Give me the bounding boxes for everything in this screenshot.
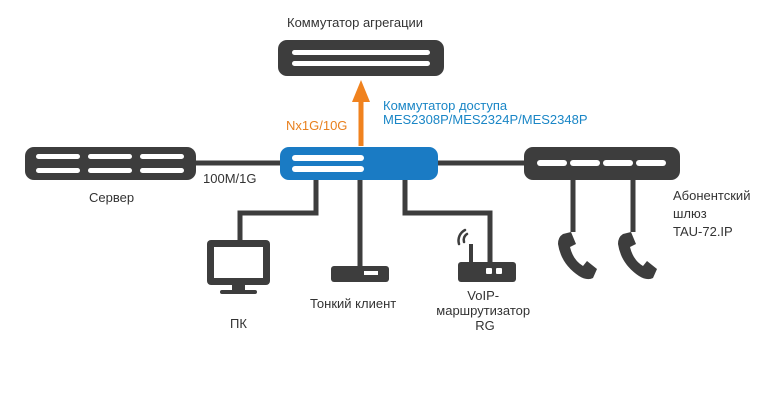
- wifi-icon: [457, 228, 469, 246]
- router-icon: [458, 244, 516, 282]
- thin-client-icon: [331, 266, 389, 282]
- phone-icon: [558, 232, 597, 280]
- server-link-label: 100M/1G: [203, 171, 256, 186]
- voip-router-label: VoIP- маршрутизатор RG: [436, 288, 533, 333]
- subscriber-gateway: [524, 147, 680, 180]
- uplink-label: Nx1G/10G: [286, 118, 347, 133]
- connections: [196, 160, 636, 266]
- server: [25, 147, 196, 180]
- thin-client-label: Тонкий клиент: [310, 296, 396, 311]
- link-access-voip-router: [402, 177, 493, 262]
- pc-label: ПК: [230, 316, 247, 331]
- gateway-label: Абонентский шлюз TAU-72.IP: [673, 188, 754, 239]
- access-switch: [280, 147, 438, 180]
- server-label: Сервер: [89, 190, 134, 205]
- aggregation-switch: [278, 40, 444, 76]
- access-switch-label: Коммутатор доступа MES2308P/MES2324P/MES…: [383, 98, 588, 127]
- uplink-arrow: [352, 80, 370, 146]
- phone-icon: [618, 232, 657, 280]
- aggregation-switch-label: Коммутатор агрегации: [287, 15, 423, 30]
- link-access-pc: [237, 177, 319, 240]
- monitor-icon: [207, 240, 270, 294]
